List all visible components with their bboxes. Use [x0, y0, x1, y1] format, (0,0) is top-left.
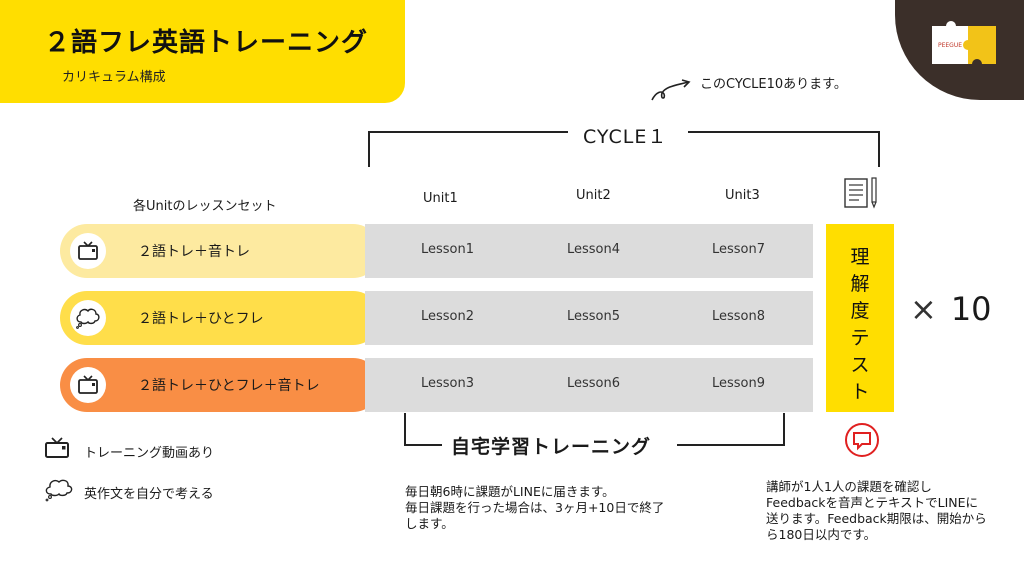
desc-line: します。 [405, 516, 454, 531]
lesson-cell: Lesson1 [421, 242, 475, 257]
desc-line: 送ります。Feedback期限は、開始から [766, 511, 987, 526]
home-bracket-left [404, 413, 406, 446]
test-char: ト [850, 381, 870, 403]
unit-3-header: Unit3 [725, 188, 760, 203]
home-study-label: 自宅学習トレーニング [451, 436, 652, 458]
test-char: ス [850, 354, 870, 376]
cycle-note: このCYCLE10あります。 [700, 77, 847, 92]
home-bracket-bottom-left [404, 444, 442, 446]
test-char: 理 [850, 246, 870, 268]
thought-bubble-icon [70, 300, 106, 336]
lessons-row-3: Lesson3 Lesson6 Lesson9 [365, 358, 813, 412]
lesson-cell: Lesson3 [421, 376, 475, 391]
page-title: ２語フレ英語トレーニング [44, 28, 369, 58]
lesson-cell: Lesson8 [712, 309, 766, 324]
document-pen-icon [844, 177, 877, 209]
row-label-3: ２語トレ＋ひとフレ＋音トレ [138, 378, 320, 394]
desc-line: 毎日朝6時に課題がLINEに届きます。 [405, 484, 615, 499]
multiplier: × 10 [910, 290, 992, 328]
row-label-1: ２語トレ＋音トレ [138, 244, 250, 260]
lesson-cell: Lesson5 [567, 309, 621, 324]
row-pill-3: ２語トレ＋ひとフレ＋音トレ [60, 358, 380, 412]
desc-line: ら180日以内です。 [766, 527, 877, 542]
curly-arrow-icon [651, 79, 691, 101]
test-char: 解 [850, 273, 870, 295]
cycle-label: CYCLE１ [583, 126, 668, 148]
header-banner [0, 0, 405, 103]
lessons-row-2: Lesson2 Lesson5 Lesson8 [365, 291, 813, 345]
cycle-bracket-right [878, 131, 880, 167]
tv-icon [45, 437, 69, 458]
puzzle-logo-icon: PEEGUE [932, 20, 996, 64]
cycle-bracket-top-right [688, 131, 880, 133]
row-pill-2: ２語トレ＋ひとフレ [60, 291, 380, 345]
desc-line: 講師が1人1人の課題を確認し [766, 479, 932, 494]
desc-line: 毎日課題を行った場合は、3ヶ月+10日で終了 [405, 500, 665, 515]
legend-text-composition: 英作文を自分で考える [84, 487, 214, 502]
lesson-cell: Lesson4 [567, 242, 621, 257]
home-bracket-right [783, 413, 785, 446]
row-pill-1: ２語トレ＋音トレ [60, 224, 380, 278]
lesson-cell: Lesson9 [712, 376, 766, 391]
lesson-cell: Lesson7 [712, 242, 766, 257]
logo-text: PEEGUE [938, 42, 962, 49]
tv-icon [70, 367, 106, 403]
multiply-sign: × [910, 290, 937, 328]
cycle-bracket-top-left [368, 131, 568, 133]
thought-bubble-icon [45, 479, 73, 502]
feedback-speech-icon [845, 423, 879, 457]
feedback-description: 講師が1人1人の課題を確認し Feedbackを音声とテキストでLINEに 送り… [766, 479, 987, 543]
unit-2-header: Unit2 [576, 188, 611, 203]
lessons-row-1: Lesson1 Lesson4 Lesson7 [365, 224, 813, 278]
row-label-2: ２語トレ＋ひとフレ [138, 311, 264, 327]
test-char: テ [850, 327, 870, 349]
lesson-cell: Lesson6 [567, 376, 621, 391]
lesson-set-label: 各Unitのレッスンセット [133, 199, 277, 214]
unit-1-header: Unit1 [423, 191, 458, 206]
home-study-description: 毎日朝6時に課題がLINEに届きます。 毎日課題を行った場合は、3ヶ月+10日で… [405, 484, 664, 532]
page-subtitle: カリキュラム構成 [62, 70, 166, 85]
home-bracket-bottom-right [677, 444, 785, 446]
lesson-cell: Lesson2 [421, 309, 475, 324]
multiplier-value: 10 [950, 290, 992, 328]
comprehension-test-box: 理 解 度 テ ス ト [826, 224, 894, 412]
test-char: 度 [850, 300, 870, 322]
legend-text-video: トレーニング動画あり [84, 446, 215, 461]
desc-line: Feedbackを音声とテキストでLINEに [766, 495, 979, 510]
cycle-bracket-left [368, 131, 370, 167]
tv-icon [70, 233, 106, 269]
